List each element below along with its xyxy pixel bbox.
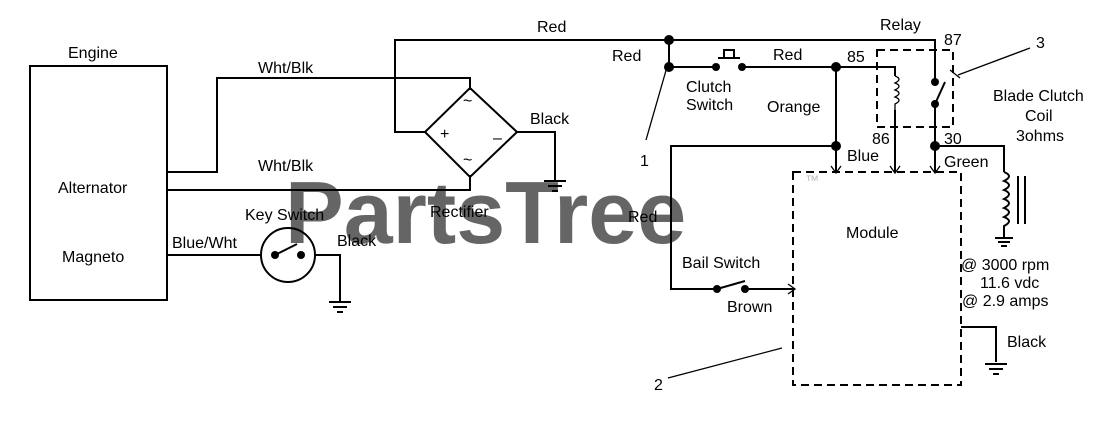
engine-label: Engine xyxy=(68,45,118,62)
wire-wht-blk-upper xyxy=(167,77,471,173)
wire-red-left xyxy=(670,145,836,290)
wire-label-red-mid: Red xyxy=(612,48,641,65)
blade-clutch-coil-icon xyxy=(1001,171,1010,238)
relay-pin-30: 30 xyxy=(944,131,962,148)
rectifier-bridge xyxy=(423,86,519,179)
clutch-switch-label-line1: Clutch xyxy=(686,79,731,96)
arrow-86-icon xyxy=(889,165,901,175)
wire-85-to-relay xyxy=(836,66,896,76)
module-label: Module xyxy=(846,225,899,242)
bail-switch-label: Bail Switch xyxy=(682,255,760,272)
key-switch-contact-icon xyxy=(271,243,305,259)
wire-label-blue-wht: Blue/Wht xyxy=(172,235,237,252)
wire-label-red-clutch: Red xyxy=(773,47,802,64)
arrow-brown-icon xyxy=(787,283,797,295)
blade-clutch-label-line1: Blade Clutch xyxy=(993,88,1084,105)
callout-1-leader xyxy=(645,59,670,141)
wire-red-bus xyxy=(667,39,936,80)
wire-label-black-rectifier: Black xyxy=(530,111,570,128)
wire-label-red-top: Red xyxy=(537,19,566,36)
key-switch-label: Key Switch xyxy=(245,207,324,224)
relay-pin-85: 85 xyxy=(847,49,865,66)
watermark-trademark: ™ xyxy=(805,172,819,188)
relay-label: Relay xyxy=(880,17,921,34)
rectifier-plus-symbol: + xyxy=(440,126,449,143)
arrow-30-icon xyxy=(929,165,941,175)
callout-2: 2 xyxy=(654,377,663,394)
rectifier-minus-symbol: – xyxy=(493,130,502,147)
blade-clutch-label-line3: 3ohms xyxy=(1016,128,1064,145)
wire-red-to-clutch xyxy=(668,40,713,68)
spec-volts: 11.6 vdc xyxy=(980,275,1039,292)
wire-label-brown: Brown xyxy=(727,299,772,316)
wire-green xyxy=(935,145,1005,172)
wire-black-key xyxy=(315,254,341,302)
watermark: PartsTree xyxy=(285,163,686,262)
callout-1: 1 xyxy=(640,153,649,170)
wire-wht-blk-lower xyxy=(167,175,471,191)
wire-label-blue: Blue xyxy=(847,148,879,165)
callout-2-leader xyxy=(667,347,783,379)
ground-coil-icon xyxy=(995,237,1013,247)
clutch-switch-icon xyxy=(712,49,746,71)
relay-coil-icon xyxy=(893,75,900,110)
ground-key-switch-icon xyxy=(329,301,351,313)
wire-label-black-module: Black xyxy=(1007,334,1047,351)
bail-switch-icon xyxy=(713,280,749,293)
relay-pin-86: 86 xyxy=(872,131,890,148)
wire-red-top xyxy=(394,39,667,133)
engine-box xyxy=(29,65,168,301)
callout-3-leader xyxy=(957,47,1031,76)
blade-clutch-label-line2: Coil xyxy=(1025,108,1053,125)
alternator-label: Alternator xyxy=(58,180,128,197)
callout-3: 3 xyxy=(1036,35,1045,52)
spec-amps: @ 2.9 amps xyxy=(962,293,1049,310)
relay-pin-87: 87 xyxy=(944,32,962,49)
wire-label-wht-blk-lower: Wht/Blk xyxy=(258,158,314,175)
ground-rectifier-icon xyxy=(544,180,566,192)
wire-label-green: Green xyxy=(944,154,988,171)
wire-label-black-key: Black xyxy=(337,233,377,250)
magneto-label: Magneto xyxy=(62,249,124,266)
wire-black-rectifier xyxy=(517,131,556,180)
ground-module-icon xyxy=(985,363,1007,375)
rectifier-ac-top-symbol: ~ xyxy=(463,93,472,110)
spec-rpm: @ 3000 rpm xyxy=(961,257,1049,274)
rectifier-ac-bottom-symbol: ~ xyxy=(463,152,472,169)
wire-label-red-left: Red xyxy=(628,209,657,226)
wire-black-module xyxy=(961,326,997,362)
wire-label-wht-blk-upper: Wht/Blk xyxy=(258,60,314,77)
clutch-switch-label-line2: Switch xyxy=(686,97,733,114)
rectifier-label: Rectifier xyxy=(430,204,489,221)
relay-box xyxy=(876,49,954,128)
wire-label-orange: Orange xyxy=(767,99,820,116)
module-box xyxy=(792,171,962,386)
